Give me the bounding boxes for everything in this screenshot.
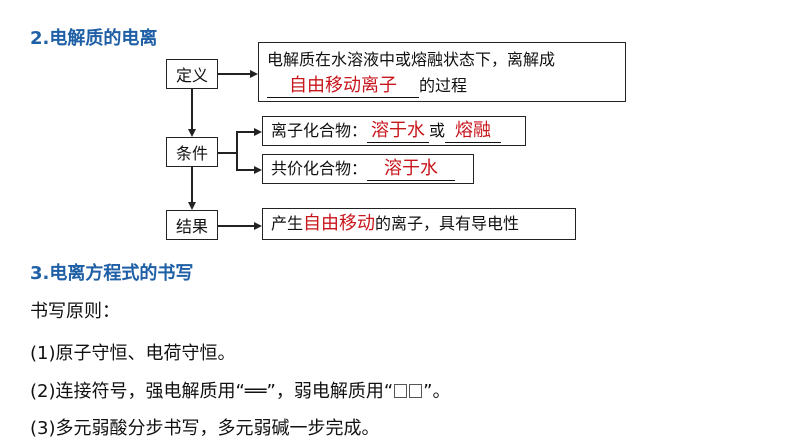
- arrow-down-icon: [188, 202, 196, 210]
- covalent-answer: 溶于水: [367, 158, 456, 181]
- condition-branch-bottom: [236, 169, 254, 171]
- condition-box: 条件: [166, 137, 218, 167]
- ionic-or: 或: [429, 121, 446, 140]
- condition-branch-top: [236, 131, 254, 133]
- covalent-compound-box: 共价化合物：溶于水: [262, 154, 474, 184]
- condition-label: 条件: [175, 144, 208, 163]
- principles-title: 书写原则：: [30, 301, 120, 322]
- result-box: 结果: [166, 210, 218, 240]
- arrow-right-icon: [254, 166, 262, 174]
- ionic-answer-1: 溶于水: [367, 120, 430, 143]
- arrow-result-line: [218, 225, 254, 227]
- principle-item-2: (2)连接符号，强电解质用“══”，弱电解质用“ ”。: [30, 377, 451, 403]
- result-answer: 自由移动: [303, 213, 376, 234]
- section-2-heading: 2.电解质的电离: [30, 28, 158, 49]
- arrow-right-icon: [250, 70, 258, 78]
- arrow-right-icon: [254, 222, 262, 230]
- ionic-answer-2: 熔融: [445, 120, 502, 143]
- arrow-definition-to-condition-line: [191, 89, 193, 129]
- arrow-down-icon: [188, 129, 196, 137]
- reversible-arrow-icon: [393, 381, 423, 402]
- ionic-compound-box: 离子化合物：溶于水或熔融: [262, 116, 526, 146]
- arrow-definition-line: [218, 73, 250, 75]
- result-label: 结果: [175, 217, 208, 236]
- condition-branch-stem: [218, 152, 236, 154]
- definition-suffix: 的过程: [419, 76, 468, 95]
- arrow-condition-to-result-line: [191, 167, 193, 202]
- definition-label: 定义: [175, 66, 208, 85]
- definition-box: 定义: [166, 59, 218, 89]
- covalent-prefix: 共价化合物：: [271, 159, 368, 178]
- result-suffix: 的离子，具有导电性: [375, 214, 520, 233]
- principle-item-2-part-b: ”，弱电解质用“: [266, 381, 394, 402]
- definition-line1: 电解质在水溶液中或熔融状态下，离解成: [267, 50, 556, 69]
- principle-item-2-part-a: (2)连接符号，强电解质用“: [30, 381, 245, 402]
- arrow-right-icon: [254, 128, 262, 136]
- condition-branch-vertical: [236, 131, 238, 170]
- definition-content-box: 电解质在水溶液中或熔融状态下，离解成 自由移动离子的过程: [258, 42, 626, 102]
- principle-item-3: (3)多元弱酸分步书写，多元弱碱一步完成。: [30, 418, 380, 439]
- strong-electrolyte-symbol: ══: [244, 381, 267, 402]
- section-3-heading: 3.电离方程式的书写: [30, 263, 194, 284]
- result-prefix: 产生: [271, 214, 304, 233]
- principle-item-2-part-c: ”。: [423, 381, 451, 402]
- ionic-prefix: 离子化合物：: [271, 121, 368, 140]
- principle-item-1: (1)原子守恒、电荷守恒。: [30, 343, 236, 364]
- result-content-box: 产生自由移动的离子，具有导电性: [262, 208, 576, 240]
- definition-answer: 自由移动离子: [267, 75, 419, 98]
